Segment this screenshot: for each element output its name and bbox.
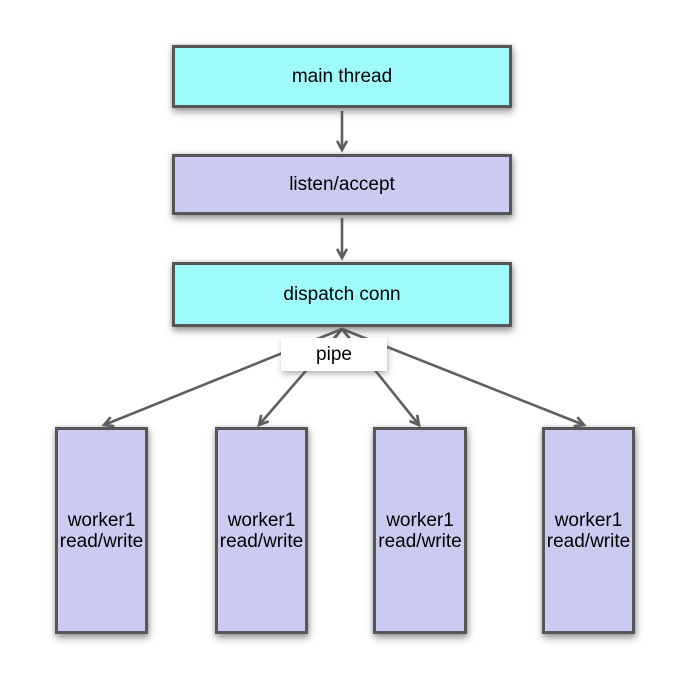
node-worker-4-label: worker1 read/write <box>546 509 631 552</box>
node-pipe-label: pipe <box>316 343 352 365</box>
node-main-thread-label: main thread <box>291 65 393 87</box>
node-worker-4: worker1 read/write <box>542 427 635 634</box>
node-main-thread: main thread <box>172 45 512 108</box>
node-dispatch-conn: dispatch conn <box>172 262 512 327</box>
node-pipe: pipe <box>281 338 387 371</box>
node-dispatch-conn-label: dispatch conn <box>283 283 401 305</box>
node-worker-3: worker1 read/write <box>373 427 467 634</box>
node-listen-accept-label: listen/accept <box>289 173 395 195</box>
node-worker-1-label: worker1 read/write <box>59 509 144 552</box>
node-worker-2: worker1 read/write <box>215 427 308 634</box>
node-worker-3-label: worker1 read/write <box>378 509 462 552</box>
node-listen-accept: listen/accept <box>172 154 512 215</box>
node-worker-1: worker1 read/write <box>55 427 148 634</box>
node-worker-2-label: worker1 read/write <box>219 509 304 552</box>
arrowhead-up-into-dispatch <box>332 326 352 340</box>
